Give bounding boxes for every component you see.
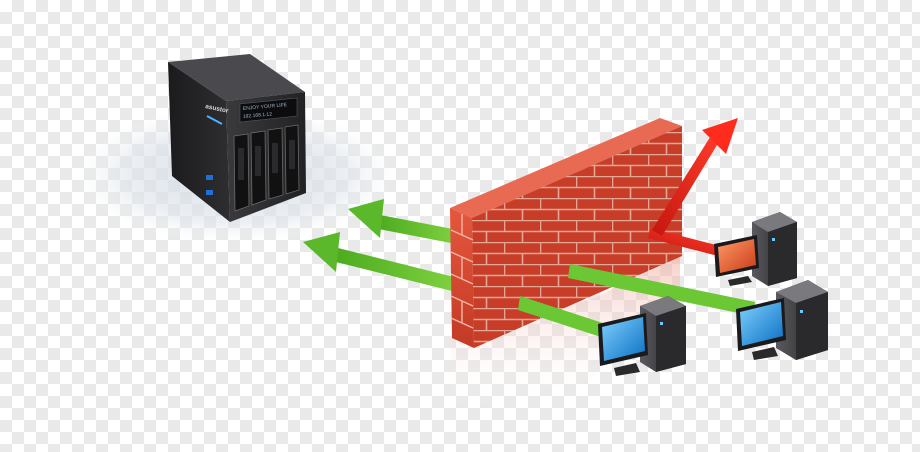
firewall-wall-icon xyxy=(450,118,682,410)
nas-brand-logo: asustor xyxy=(205,103,230,115)
blocked-traffic-arrow xyxy=(648,118,738,256)
desktop-computer-icon xyxy=(714,212,797,286)
allowed-pc-screen-front xyxy=(602,317,645,361)
allowed-arrow-upper xyxy=(373,214,458,244)
nas-server-icon: ENJOY YOUR LIFE 192.168.1.12 asustor xyxy=(168,54,306,222)
desktop-computer-icon xyxy=(598,296,686,376)
nas-lcd-line1: ENJOY YOUR LIFE xyxy=(243,102,288,112)
nas-lcd-line2: 192.168.1.12 xyxy=(243,111,273,120)
nas-drive-bays xyxy=(233,124,300,212)
allowed-traffic-lines xyxy=(518,264,755,340)
allowed-traffic-arrows xyxy=(303,199,458,292)
allowed-arrow-lower xyxy=(328,246,458,292)
allowed-line-back xyxy=(568,264,755,316)
desktop-computer-icon xyxy=(736,280,828,360)
blocked-pc-screen xyxy=(718,239,756,273)
allowed-line-front xyxy=(518,296,612,340)
allowed-pc-screen-right xyxy=(740,302,783,346)
